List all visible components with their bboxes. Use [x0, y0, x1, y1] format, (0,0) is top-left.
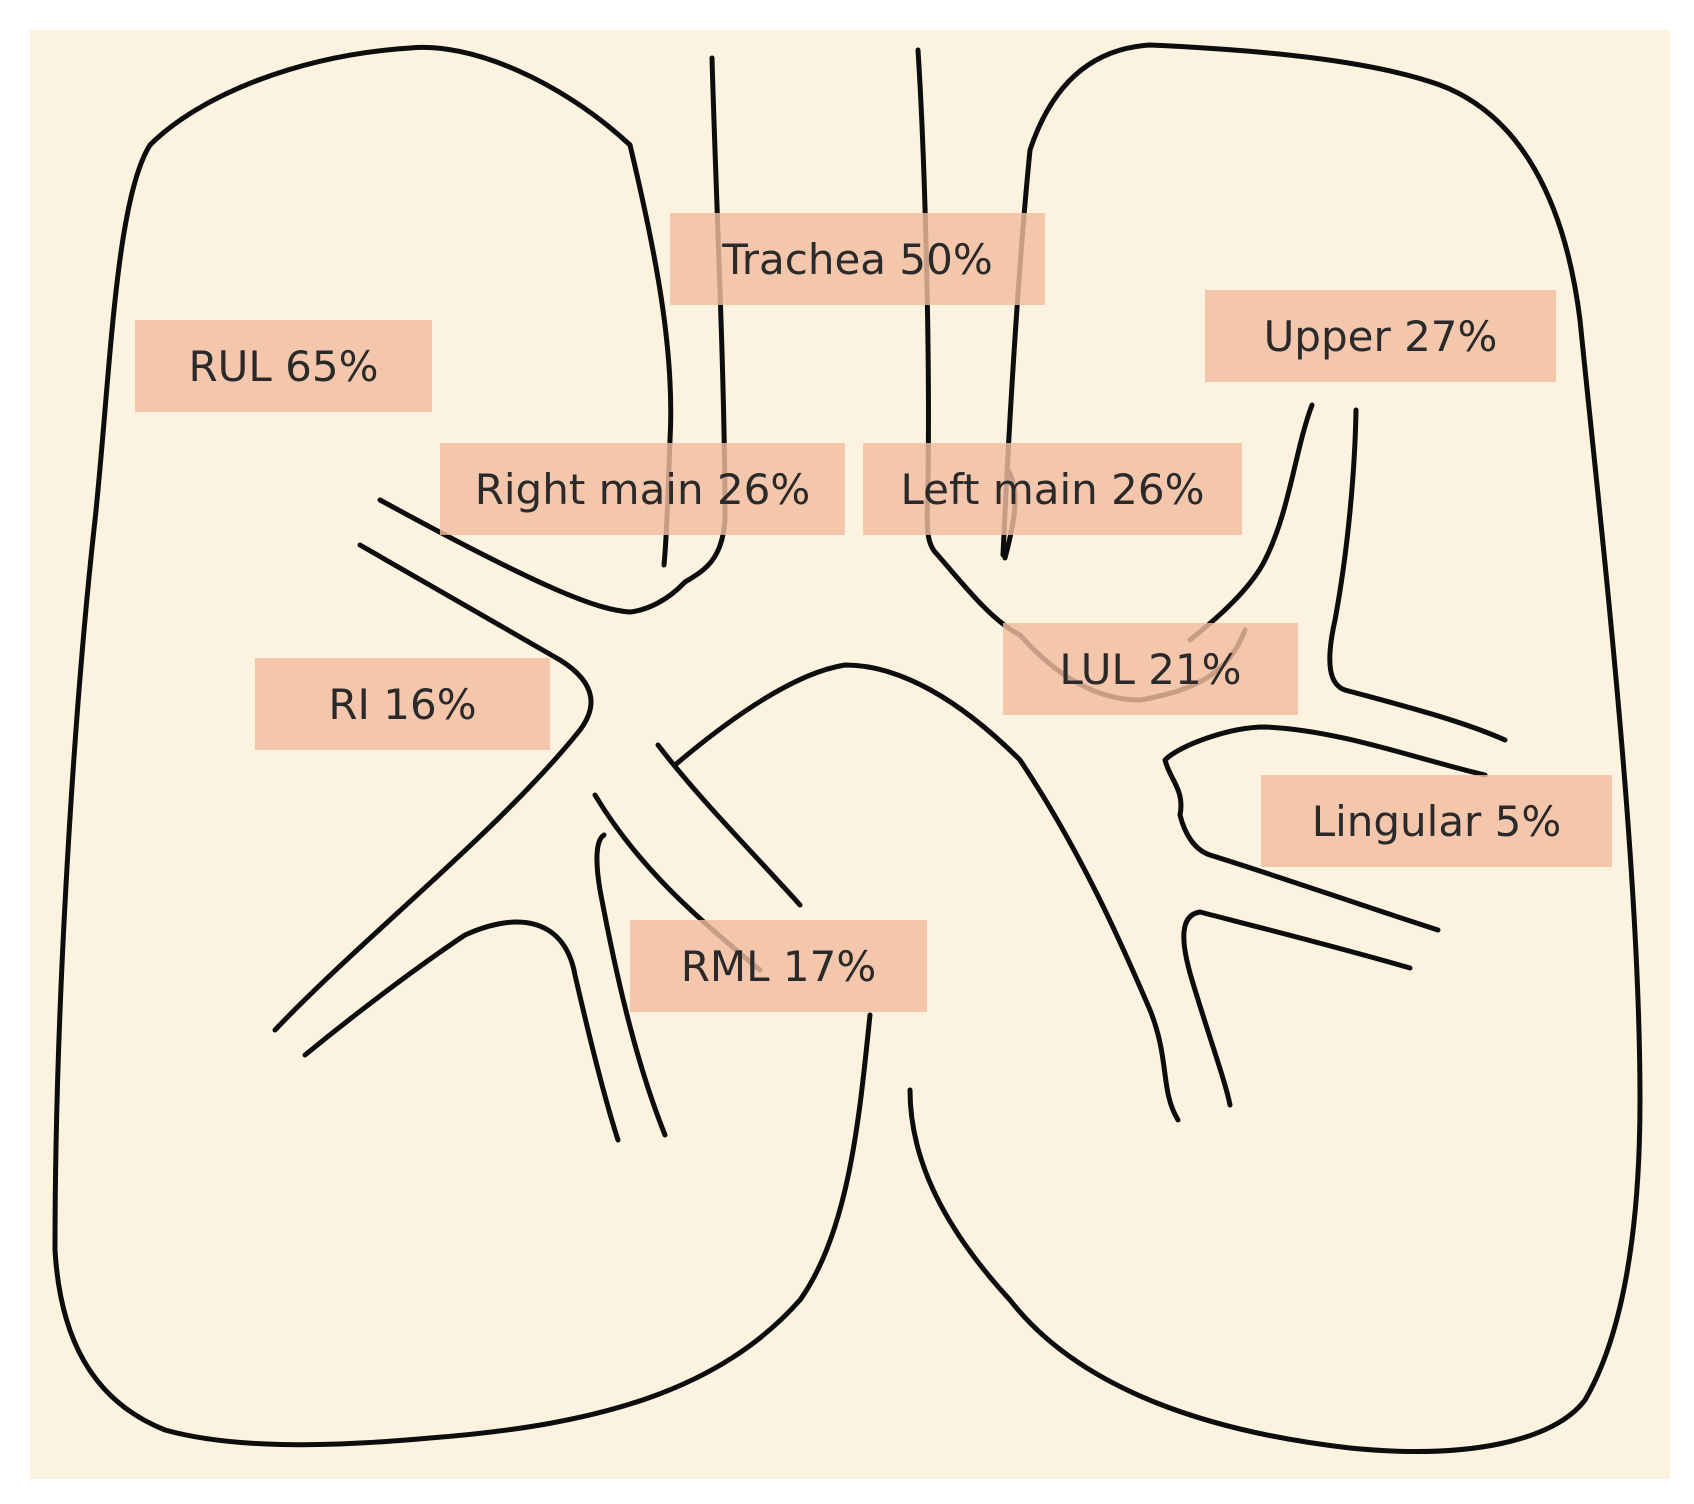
label-upper: Upper 27%	[1205, 290, 1556, 382]
left-lung-outline	[907, 42, 1643, 1454]
right-lower-lobe-bronchus	[672, 662, 1181, 1123]
label-lul: LUL 21%	[1003, 623, 1298, 715]
left-upper-bronchus-medial	[1327, 407, 1508, 743]
label-rml: RML 17%	[630, 920, 927, 1012]
trachea-right-wall	[915, 47, 1248, 703]
left-lower-bronchus	[1181, 909, 1413, 1108]
lingular-bronchus-upper	[1162, 724, 1488, 933]
right-lung-outline	[52, 44, 873, 1448]
label-trachea: Trachea 50%	[670, 213, 1045, 305]
label-rul: RUL 65%	[135, 320, 432, 412]
left-upper-bronchus-lateral	[1187, 402, 1315, 643]
right-lower-branch-outer	[302, 919, 621, 1143]
label-ri: RI 16%	[255, 658, 550, 750]
label-left-main: Left main 26%	[863, 443, 1242, 535]
right-main-bronchus-lower-wall	[272, 542, 594, 1033]
right-lower-branch-inner	[594, 832, 668, 1138]
label-right-main: Right main 26%	[440, 443, 845, 535]
rml-bronchus-inner	[655, 742, 803, 908]
label-lingular: Lingular 5%	[1261, 775, 1612, 867]
